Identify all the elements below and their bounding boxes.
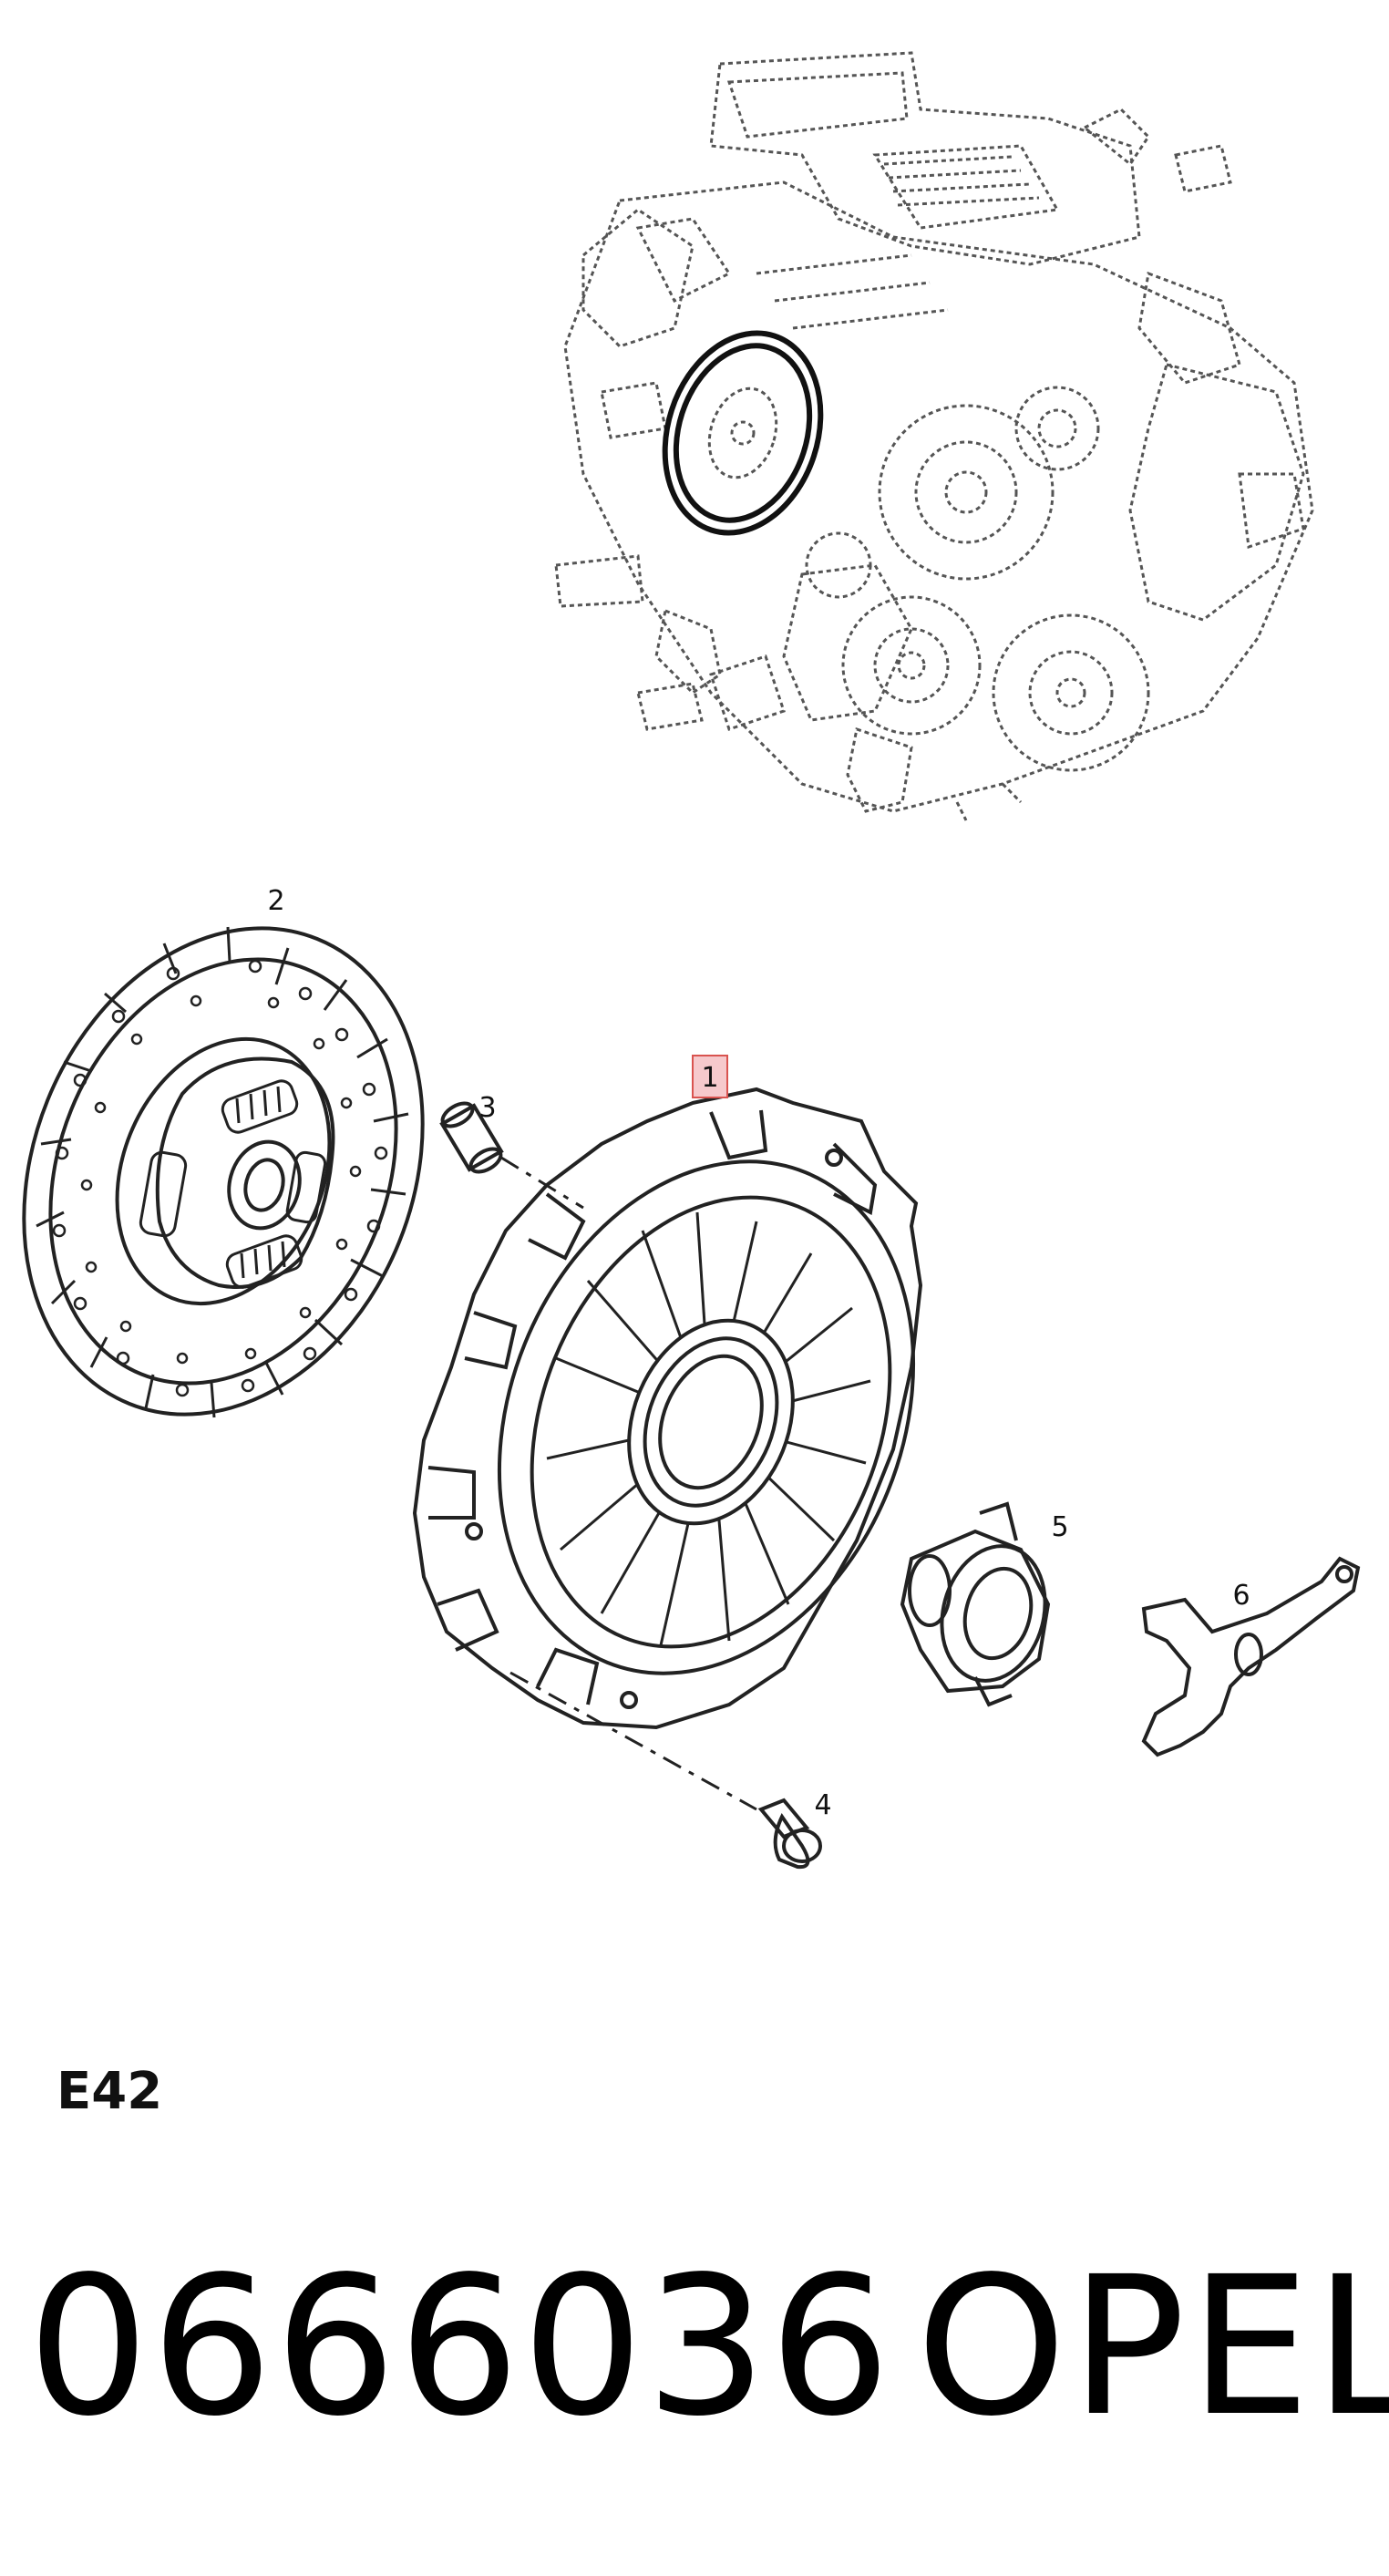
pin-leader-line	[500, 1156, 584, 1210]
bolt-leader-line	[509, 1671, 757, 1811]
clutch-disc-part-2	[22, 926, 425, 1418]
diagram-code-label: E42	[57, 2062, 163, 2121]
callout-number-4: 4	[814, 1789, 831, 1821]
part-number-label: 0666036	[27, 2235, 893, 2458]
callout-number-6: 6	[1232, 1580, 1250, 1612]
release-bearing-part-5	[900, 1501, 1051, 1707]
bolt-part-4	[757, 1798, 822, 1870]
callout-number-1: 1	[701, 1062, 718, 1094]
release-fork-part-6	[1141, 1556, 1361, 1757]
pressure-plate-part-1	[412, 1087, 923, 1730]
callout-number-3: 3	[478, 1092, 496, 1124]
callout-1-highlight-box	[692, 1055, 728, 1098]
engine-assembly-illustration	[554, 51, 1314, 821]
flywheel-highlight	[662, 330, 824, 536]
dowel-pin-part-3	[439, 1101, 504, 1174]
brand-label: OPEL	[916, 2235, 1389, 2458]
callout-number-2: 2	[267, 885, 284, 917]
callout-number-5: 5	[1051, 1511, 1068, 1543]
